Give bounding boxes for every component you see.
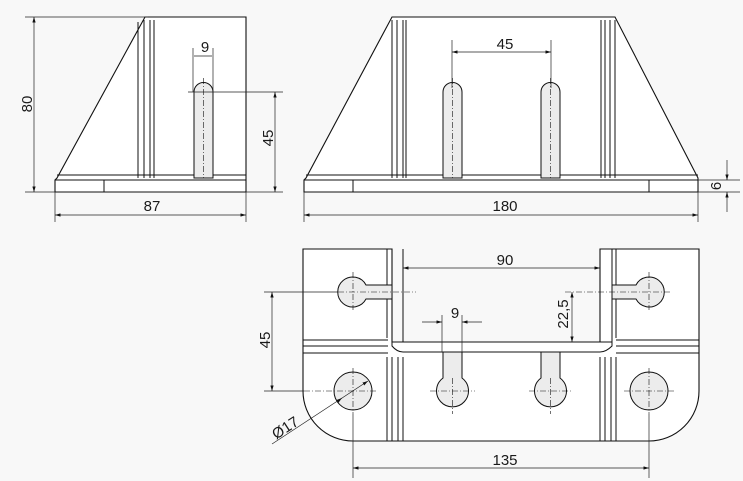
dim-slot-spacing-45: 45 xyxy=(497,36,514,53)
dim-row-spacing-45: 45 xyxy=(257,332,274,349)
dim-slot-width-9: 9 xyxy=(451,305,459,322)
dim-hole-diameter-17: Ø17 xyxy=(269,413,302,443)
dim-thickness-6: 6 xyxy=(708,182,725,190)
dim-height-80: 80 xyxy=(19,96,36,113)
top-view: 90 45 9 22,5 Ø17 135 xyxy=(257,248,700,478)
side-view: 80 45 87 9 xyxy=(19,16,283,222)
dim-slot-height-45: 45 xyxy=(260,130,277,147)
dim-channel-90: 90 xyxy=(497,252,514,269)
front-view: 45 180 6 xyxy=(303,16,740,222)
dim-offset-22-5: 22,5 xyxy=(555,299,572,328)
dim-width-180: 180 xyxy=(492,198,517,215)
dim-width-87: 87 xyxy=(144,198,161,215)
dim-hole-spacing-135: 135 xyxy=(492,452,517,469)
dim-slot-width-9: 9 xyxy=(201,39,209,56)
